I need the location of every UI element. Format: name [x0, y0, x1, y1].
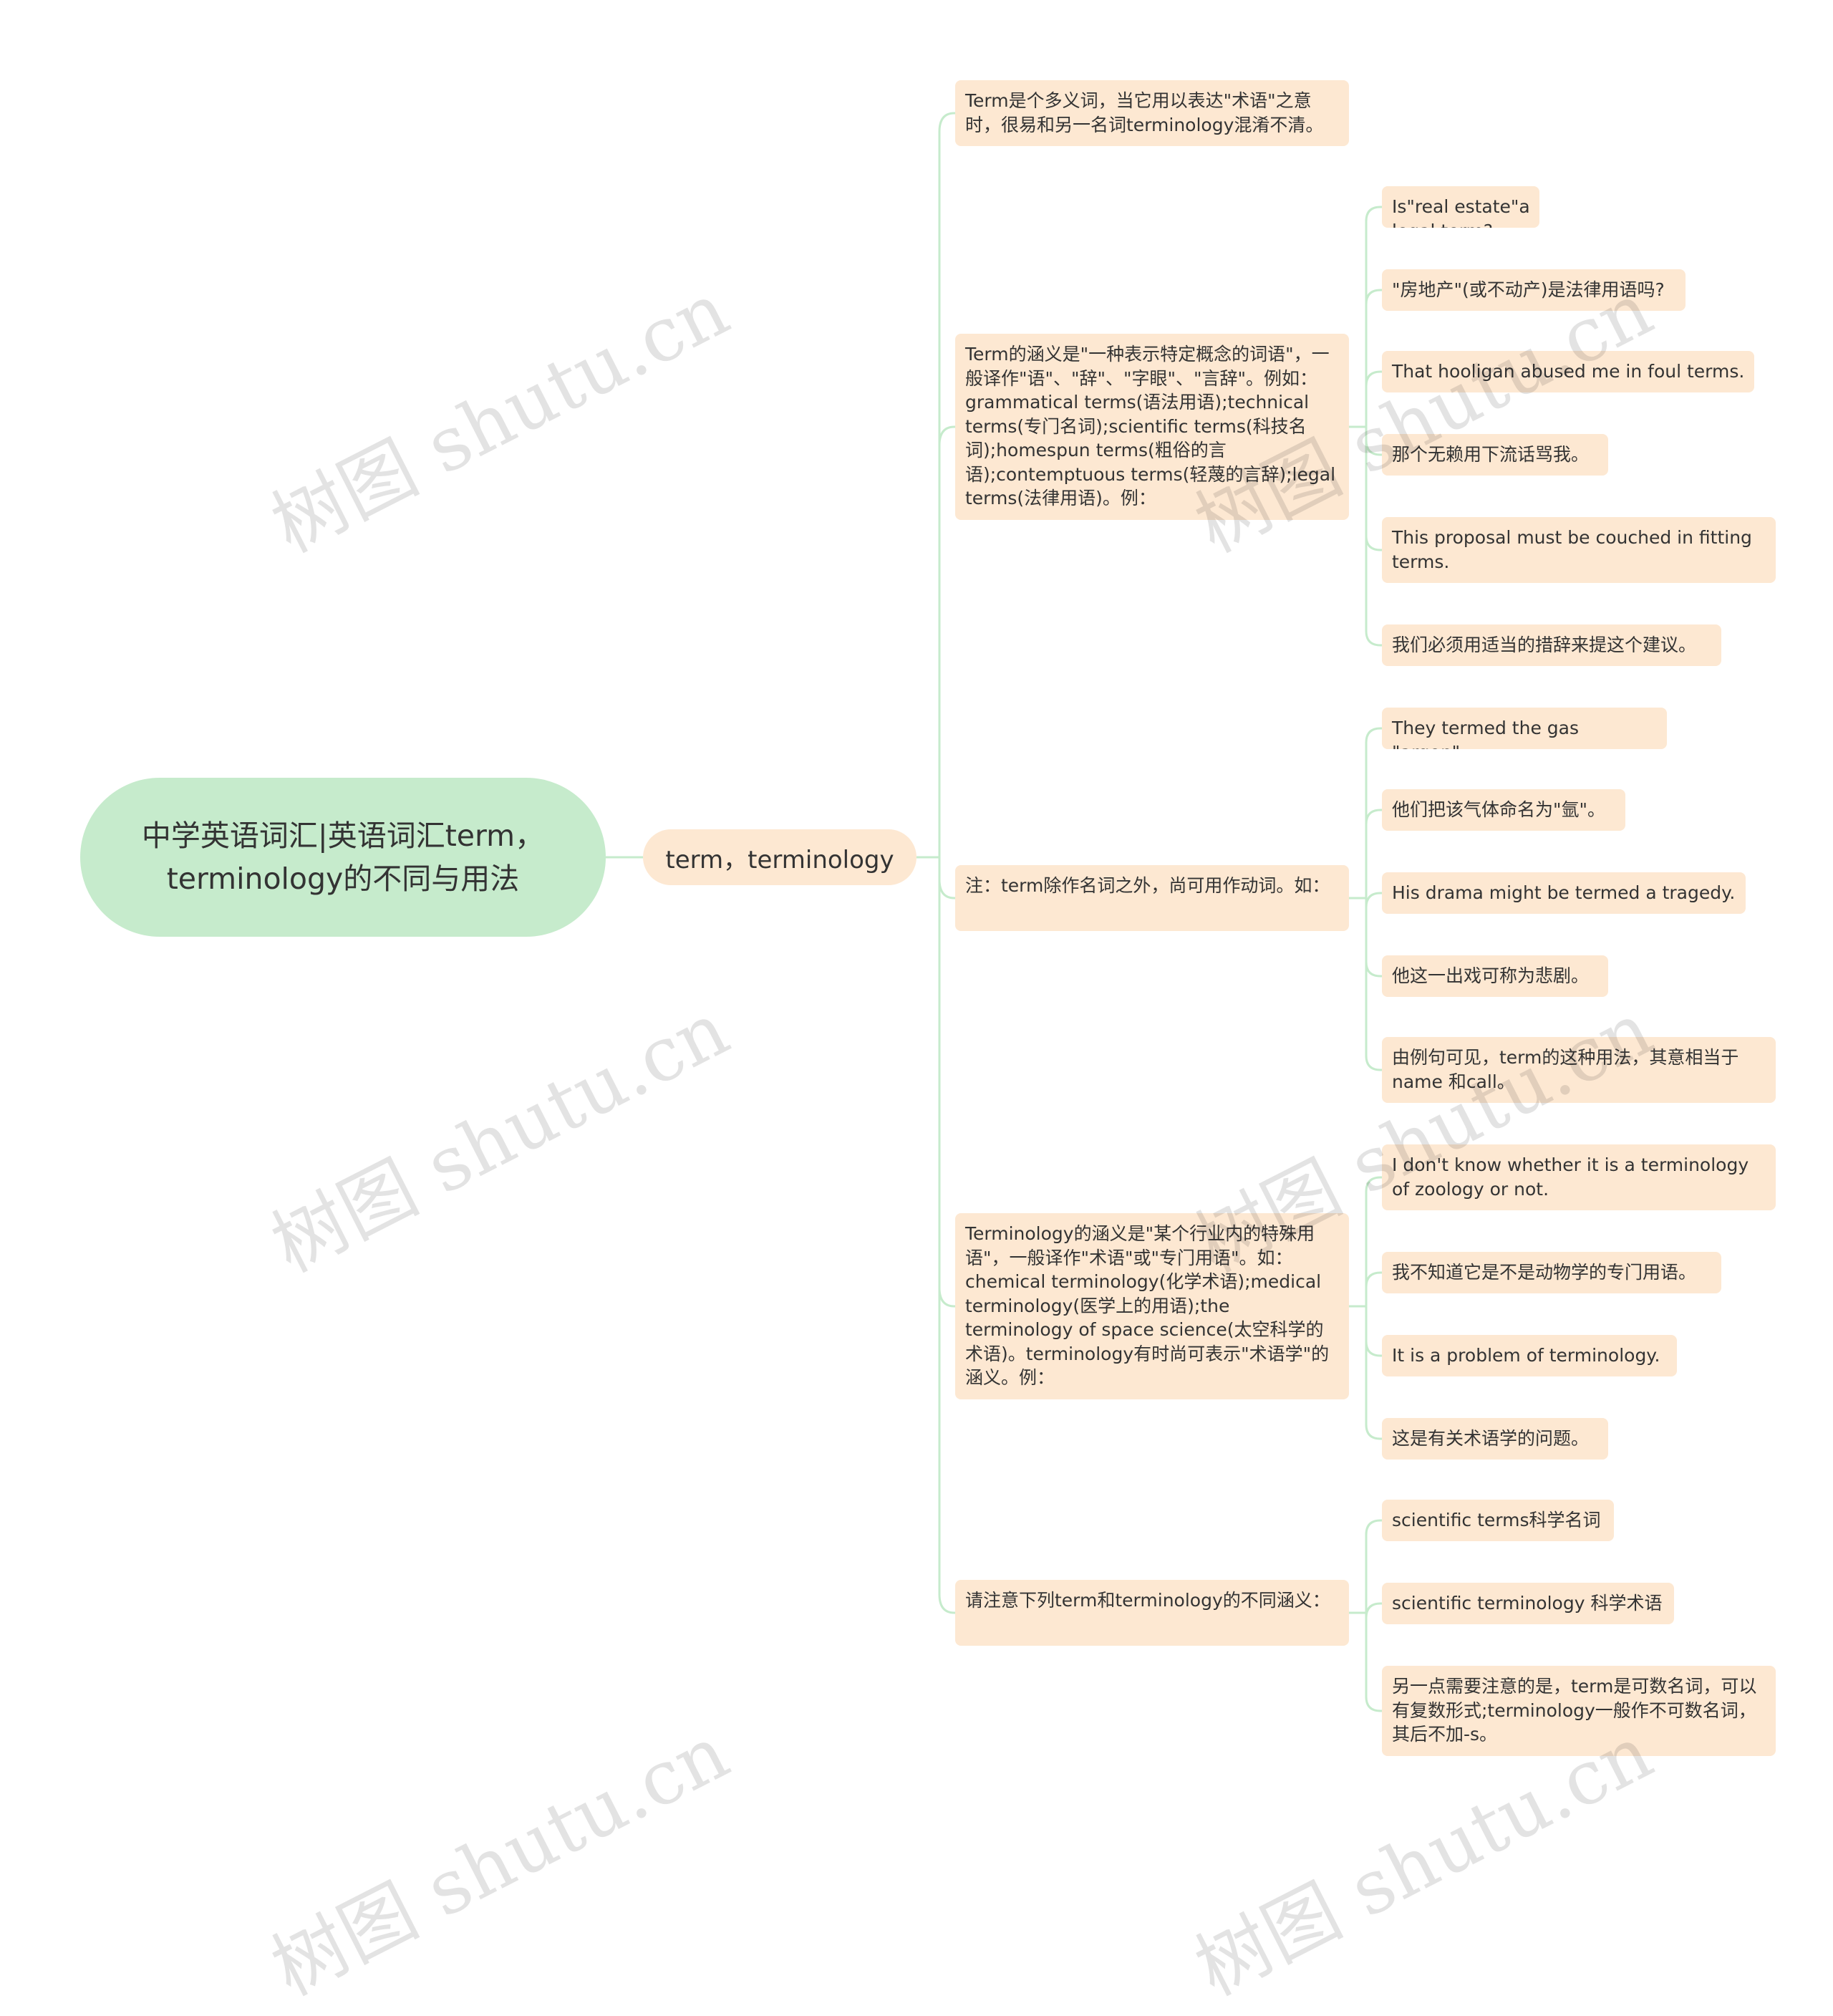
- connector-line: [1365, 1306, 1382, 1357]
- connector-line: [1365, 1602, 1382, 1619]
- branch-node[interactable]: Term是个多义词，当它用以表达"术语"之意时，很易和另一名词terminolo…: [955, 80, 1349, 146]
- leaf-node[interactable]: scientific terms科学名词: [1382, 1500, 1614, 1541]
- connector-line: [938, 857, 955, 1308]
- branch-node[interactable]: 请注意下列term和terminology的不同涵义：: [955, 1580, 1349, 1646]
- leaf-node[interactable]: 我们必须用适当的措辞来提这个建议。: [1382, 624, 1721, 666]
- leaf-node[interactable]: 他这一出戏可称为悲剧。: [1382, 955, 1608, 997]
- leaf-node[interactable]: They termed the gas "argon".: [1382, 708, 1667, 749]
- root-node[interactable]: 中学英语词汇|英语词汇term，terminology的不同与用法: [80, 778, 606, 937]
- connector-line: [1365, 289, 1382, 427]
- leaf-node[interactable]: 另一点需要注意的是，term是可数名词，可以有复数形式;terminology一…: [1382, 1666, 1776, 1756]
- connector-line: [1365, 898, 1382, 1071]
- main-topic-node[interactable]: term，terminology: [643, 829, 916, 885]
- connector-line: [938, 112, 955, 857]
- leaf-node[interactable]: Is"real estate"a legal term?: [1382, 186, 1539, 228]
- connector-line: [1365, 1176, 1382, 1306]
- connector-line: [1365, 427, 1382, 456]
- branch-node[interactable]: 注：term除作名词之外，尚可用作动词。如：: [955, 865, 1349, 931]
- leaf-node[interactable]: 这是有关术语学的问题。: [1382, 1418, 1608, 1460]
- connector-line: [938, 425, 955, 857]
- connector-line: [1365, 898, 1382, 978]
- connector-line: [1365, 1271, 1382, 1306]
- connector-line: [1365, 206, 1382, 427]
- leaf-node[interactable]: It is a problem of terminology.: [1382, 1335, 1677, 1376]
- leaf-node[interactable]: That hooligan abused me in foul terms.: [1382, 351, 1754, 392]
- connector-line: [1365, 1306, 1382, 1440]
- connector-line: [1365, 809, 1382, 898]
- leaf-node[interactable]: scientific terminology 科学术语: [1382, 1583, 1674, 1624]
- leaf-node[interactable]: 那个无赖用下流话骂我。: [1382, 434, 1608, 476]
- leaf-node[interactable]: 我不知道它是不是动物学的专门用语。: [1382, 1252, 1721, 1293]
- connector-line: [1365, 370, 1382, 427]
- connector-line: [1365, 727, 1382, 898]
- leaf-node[interactable]: His drama might be termed a tragedy.: [1382, 872, 1746, 914]
- branch-node[interactable]: Terminology的涵义是"某个行业内的特殊用语"，一般译作"术语"或"专门…: [955, 1213, 1349, 1399]
- connector-line: [1365, 1519, 1382, 1613]
- connector-line: [1365, 427, 1382, 551]
- connector-line: [1365, 1613, 1382, 1712]
- connector-line: [938, 857, 955, 1614]
- leaf-node[interactable]: 由例句可见，term的这种用法，其意相当于name 和call。: [1382, 1037, 1776, 1103]
- connector-line: [1365, 427, 1382, 647]
- leaf-node[interactable]: "房地产"(或不动产)是法律用语吗?: [1382, 269, 1686, 311]
- leaf-node[interactable]: 他们把该气体命名为"氩"。: [1382, 789, 1625, 831]
- connector-line: [938, 857, 955, 900]
- mindmap-canvas: 中学英语词汇|英语词汇term，terminology的不同与用法 term，t…: [80, 80, 1776, 2012]
- connector-line: [1365, 892, 1382, 908]
- leaf-node[interactable]: This proposal must be couched in fitting…: [1382, 517, 1776, 583]
- connector-lines: [606, 112, 1382, 1712]
- branch-node[interactable]: Term的涵义是"一种表示特定概念的词语"，一般译作"语"、"辞"、"字眼"、"…: [955, 334, 1349, 520]
- leaf-node[interactable]: I don't know whether it is a terminology…: [1382, 1144, 1776, 1210]
